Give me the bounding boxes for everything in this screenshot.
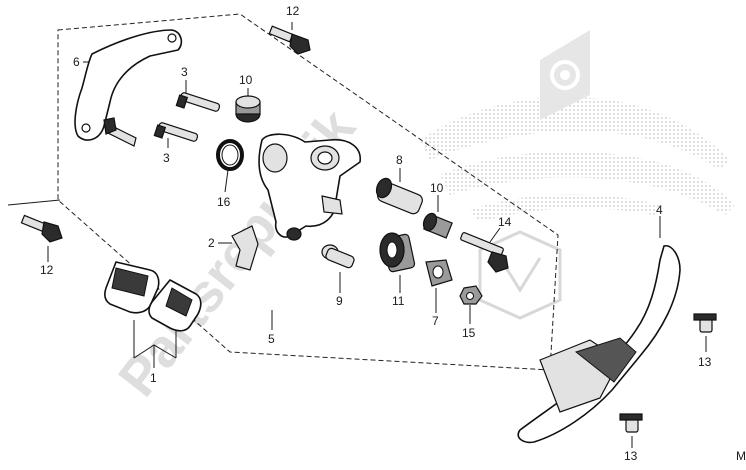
seal-16	[216, 139, 244, 171]
callout-1: 1	[150, 371, 157, 385]
watermark-gear-badge	[540, 30, 590, 120]
bracket-6	[74, 29, 183, 147]
callout-2: 2	[208, 236, 215, 250]
callout-4: 4	[656, 203, 663, 217]
bolt-13-bottom	[619, 413, 643, 433]
sleeve-8	[375, 177, 423, 215]
callout-12-left: 12	[40, 263, 54, 277]
callout-10-lower: 10	[430, 181, 444, 195]
boot-10-lower	[422, 212, 453, 239]
callout-14: 14	[498, 215, 512, 229]
callout-11: 11	[392, 294, 405, 308]
bolt-13-right	[693, 313, 717, 333]
brake-pad-1-right	[148, 279, 202, 332]
callout-16: 16	[217, 195, 231, 209]
boot-10-upper	[235, 95, 261, 123]
clip-2	[231, 225, 259, 271]
callout-13-bottom: 13	[624, 449, 638, 463]
watermark-wing-logo	[420, 96, 735, 320]
callout-6: 6	[73, 55, 80, 69]
callout-8: 8	[396, 153, 403, 167]
leader-lines	[7, 22, 707, 448]
brake-pad-1-left	[104, 261, 160, 314]
callout-15: 15	[462, 326, 476, 340]
pin-3-lower	[153, 122, 199, 142]
disc-guard-4	[517, 245, 681, 444]
piston-11	[379, 232, 416, 273]
nut-15	[459, 285, 483, 305]
callout-10-upper: 10	[239, 73, 253, 87]
bolt-12-left	[20, 214, 63, 243]
corner-mark: M	[736, 449, 746, 463]
bolt-12-top	[268, 25, 311, 55]
callout-13-right: 13	[698, 355, 712, 369]
washer-7	[425, 259, 453, 287]
caliper-body	[258, 133, 361, 241]
callout-3-upper: 3	[181, 65, 188, 79]
callout-3-lower: 3	[163, 151, 170, 165]
bolt-14	[460, 232, 509, 273]
callout-12-top: 12	[286, 4, 300, 18]
callout-labels: 12 6 3 10 3 8 10 16 14 4 2 12 9 11 7 15 …	[40, 4, 746, 463]
callout-9: 9	[336, 294, 343, 308]
callout-5: 5	[268, 332, 275, 346]
pin-3-upper	[175, 92, 221, 112]
callout-7: 7	[432, 314, 439, 328]
pin-9	[321, 244, 355, 269]
